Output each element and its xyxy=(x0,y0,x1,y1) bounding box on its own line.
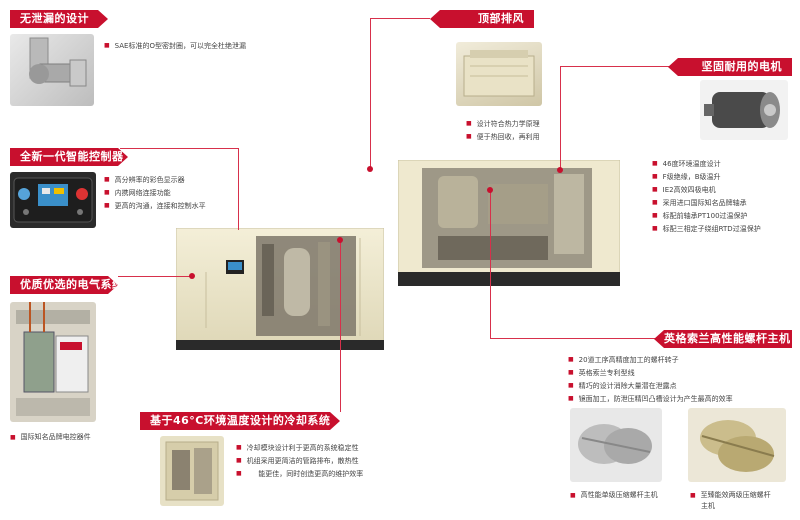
connector-line xyxy=(238,148,239,230)
bullet-item: 高分辨率的彩色显示器 xyxy=(104,174,206,187)
controller-banner: 全新一代智能控制器 xyxy=(10,148,128,166)
connector-line xyxy=(340,240,341,412)
connector-dot xyxy=(487,187,493,193)
connector-line xyxy=(370,18,430,19)
bullet-item: 采用进口国际知名品牌轴承 xyxy=(652,197,761,210)
connector-line xyxy=(120,148,238,149)
exhaust-photo xyxy=(456,42,542,106)
compressor-unit-right xyxy=(397,159,621,286)
bullet-item: 设计符合热力学原理 xyxy=(466,118,540,131)
connector-dot xyxy=(367,166,373,172)
airend-single-photo xyxy=(570,408,662,482)
controller-bullets: 高分辨率的彩色显示器 内携网络连接功能 更高的沟通，连接和控制水平 xyxy=(104,174,206,213)
controller-photo xyxy=(10,172,96,228)
bullet-item: 46度环境温度设计 xyxy=(652,158,761,171)
connector-dot xyxy=(557,167,563,173)
cooling-bullets: 冷却模块设计利于更高的系统稳定性 机组采用更简洁的管路排布，散热性 ■能更佳，同… xyxy=(236,442,364,481)
top-exhaust-banner: 顶部排风 xyxy=(430,10,534,28)
connector-line xyxy=(490,338,660,339)
cooling-banner: 基于46°C环境温度设计的冷却系统 xyxy=(140,412,340,430)
airend-banner: 英格索兰高性能螺杆主机 xyxy=(654,330,792,348)
bullet-item: 英格索兰专利型线 xyxy=(568,367,733,380)
connector-line xyxy=(118,276,192,277)
connector-dot xyxy=(337,237,343,243)
bullet-item: 机组采用更简洁的管路排布，散热性 xyxy=(236,455,363,468)
top-exhaust-bullets: 设计符合热力学原理 便于热回收，再利用 xyxy=(466,118,540,144)
fitting-photo xyxy=(10,34,94,106)
bullet-item: SAE标准的O型密封圈，可以完全杜绝泄漏 xyxy=(104,40,246,53)
airend-two-stage-caption-line2: 主机 xyxy=(701,502,715,510)
electrical-banner: 优质优选的电气系统 xyxy=(10,276,118,294)
motor-bullets: 46度环境温度设计 F级绝缘，B级温升 IE2高效四极电机 采用进口国际知名品牌… xyxy=(652,158,761,236)
connector-line xyxy=(560,66,670,67)
bullet-item: 镜面加工，防泄压精凹凸槽设计为产生最高的效率 xyxy=(568,393,733,406)
airend-bullets: 20道工序高精度加工的螺杆转子 英格索兰专利型线 精巧的设计消除大量潜在泄露点 … xyxy=(568,354,733,406)
airend-two-stage-photo xyxy=(688,408,786,482)
airend-two-stage-caption: ■至臻能效两级压缩螺杆 xyxy=(690,491,771,499)
bullet-item: 便于热回收，再利用 xyxy=(466,131,540,144)
cooling-photo xyxy=(160,436,224,506)
motor-banner: 坚固耐用的电机 xyxy=(668,58,792,76)
bullet-item: 精巧的设计消除大量潜在泄露点 xyxy=(568,380,733,393)
motor-photo xyxy=(700,80,788,140)
bullet-item: IE2高效四极电机 xyxy=(652,184,761,197)
connector-dot xyxy=(189,273,195,279)
bullet-item: F级绝缘，B级温升 xyxy=(652,171,761,184)
bullet-item: 标配三相定子绕组RTD过温保护 xyxy=(652,223,761,236)
airend-single-caption: ■高性能单级压缩螺杆主机 xyxy=(570,491,658,499)
leak-free-banner: 无泄漏的设计 xyxy=(10,10,108,28)
bullet-item: 内携网络连接功能 xyxy=(104,187,206,200)
bullet-item: ■能更佳，同时创造更高的维护效率 xyxy=(236,468,363,481)
electrical-caption: ■国际知名品牌电控器件 xyxy=(10,433,91,441)
bullet-item: 更高的沟通，连接和控制水平 xyxy=(104,200,206,213)
connector-line xyxy=(560,66,561,170)
compressor-unit-left xyxy=(175,227,385,350)
connector-line xyxy=(490,190,491,338)
bullet-item: 冷却模块设计利于更高的系统稳定性 xyxy=(236,442,363,455)
electrical-photo xyxy=(10,302,96,422)
connector-line xyxy=(370,18,371,168)
bullet-item: 20道工序高精度加工的螺杆转子 xyxy=(568,354,733,367)
leak-free-bullets: SAE标准的O型密封圈，可以完全杜绝泄漏 xyxy=(104,40,246,53)
bullet-item: 标配前轴承PT100过温保护 xyxy=(652,210,761,223)
